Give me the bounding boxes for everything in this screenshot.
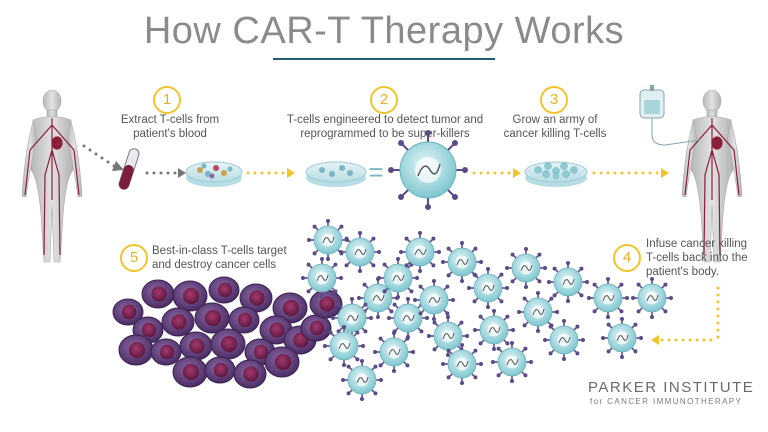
step-1-number: 1 <box>153 86 181 114</box>
arrow-tube-to-dish <box>145 168 186 178</box>
cancer-cell <box>112 298 144 326</box>
arrow-dish1-to-dish2 <box>246 168 295 178</box>
tcell <box>307 219 349 261</box>
tcell <box>547 261 589 303</box>
tcell <box>543 319 585 361</box>
tcell <box>587 277 629 319</box>
tcell <box>467 267 509 309</box>
step-3-number: 3 <box>540 86 568 114</box>
tcell <box>399 231 441 273</box>
tcell <box>331 297 373 339</box>
step-4-caption: Infuse cancer killing T-cells back into … <box>646 237 762 279</box>
brand-subtitle: for CANCER IMMUNOTHERAPY <box>590 397 743 406</box>
step-3-line2: cancer killing T-cells <box>503 128 607 140</box>
tcell <box>427 315 469 357</box>
cancer-cell <box>172 356 208 388</box>
cancer-cell <box>172 280 208 312</box>
tcell <box>341 359 383 401</box>
brand-name: PARKER INSTITUTE <box>588 379 755 396</box>
step-3-line1: Grow an army of <box>512 114 598 126</box>
step-1-line1: Extract T-cells from <box>120 114 220 126</box>
iv-bag-icon <box>639 85 701 146</box>
tcell <box>505 247 547 289</box>
tcell <box>323 325 365 367</box>
blood-vessels-left <box>24 118 80 256</box>
cancer-cell <box>208 276 240 304</box>
cancer-cell <box>141 279 175 309</box>
step-2-line1: T-cells engineered to detect tumor and <box>286 114 484 126</box>
tcell <box>473 309 515 351</box>
petri-dish-tcell-army <box>524 161 588 187</box>
tcell <box>357 277 399 319</box>
tcell <box>491 341 533 383</box>
step-5-line1: Best-in-class T-cells target <box>152 245 287 257</box>
cancer-cell <box>233 359 267 389</box>
blood-vessels-right <box>684 118 740 256</box>
tcell <box>413 279 455 321</box>
tcell <box>601 317 643 359</box>
arrow-body-to-tube <box>82 144 124 171</box>
arrow-tcell-to-dish3 <box>472 168 521 178</box>
test-tube-icon <box>118 148 140 190</box>
step-2-caption: T-cells engineered to detect tumor and r… <box>282 113 488 141</box>
step-2-number: 2 <box>370 86 398 114</box>
step-4-number: 4 <box>613 244 641 272</box>
cancer-cell <box>194 302 230 334</box>
cancer-cell <box>161 307 195 337</box>
step-4-line3: patient's body. <box>646 266 719 278</box>
cancer-cell <box>179 331 213 361</box>
cancer-cell <box>210 328 246 360</box>
step-1-caption: Extract T-cells from patient's blood <box>95 113 245 141</box>
step-4-line2: T-cells back into the <box>646 252 748 264</box>
cancer-cell <box>300 314 332 342</box>
arrow-dish3-to-patient <box>592 168 669 178</box>
step-4-line1: Infuse cancer killing <box>646 238 747 250</box>
step-5-line2: and destroy cancer cells <box>152 259 277 271</box>
tcell-army <box>301 219 673 401</box>
step-3-caption: Grow an army of cancer killing T-cells <box>488 113 622 141</box>
title-underline <box>273 58 495 60</box>
cancer-cell <box>118 334 154 366</box>
petri-dish-tcells <box>305 161 367 187</box>
cancer-cell <box>264 346 300 378</box>
arrow-infuse-into-body <box>651 286 720 345</box>
tcell <box>517 291 559 333</box>
equals-sign: = <box>368 157 383 187</box>
tcell <box>373 331 415 373</box>
cancer-cell <box>150 338 182 366</box>
step-2-line2: reprogrammed to be super-killers <box>300 128 470 140</box>
tcell <box>631 277 673 319</box>
tcell <box>301 257 343 299</box>
cancer-cell-cluster <box>112 276 343 389</box>
step-5-caption: Best-in-class T-cells target and destroy… <box>152 244 322 272</box>
tcell <box>339 231 381 273</box>
tcell <box>441 343 483 385</box>
page-title: How CAR-T Therapy Works <box>143 10 625 52</box>
step-5-number: 5 <box>120 244 148 272</box>
tcell <box>377 257 419 299</box>
cancer-cell <box>228 306 260 334</box>
petri-dish-mixed-cells <box>185 161 243 187</box>
tcell <box>441 241 483 283</box>
engineered-tcell-icon <box>388 130 468 210</box>
cancer-cell <box>272 292 308 324</box>
cancer-cell <box>204 356 236 384</box>
step-1-line2: patient's blood <box>133 128 207 140</box>
